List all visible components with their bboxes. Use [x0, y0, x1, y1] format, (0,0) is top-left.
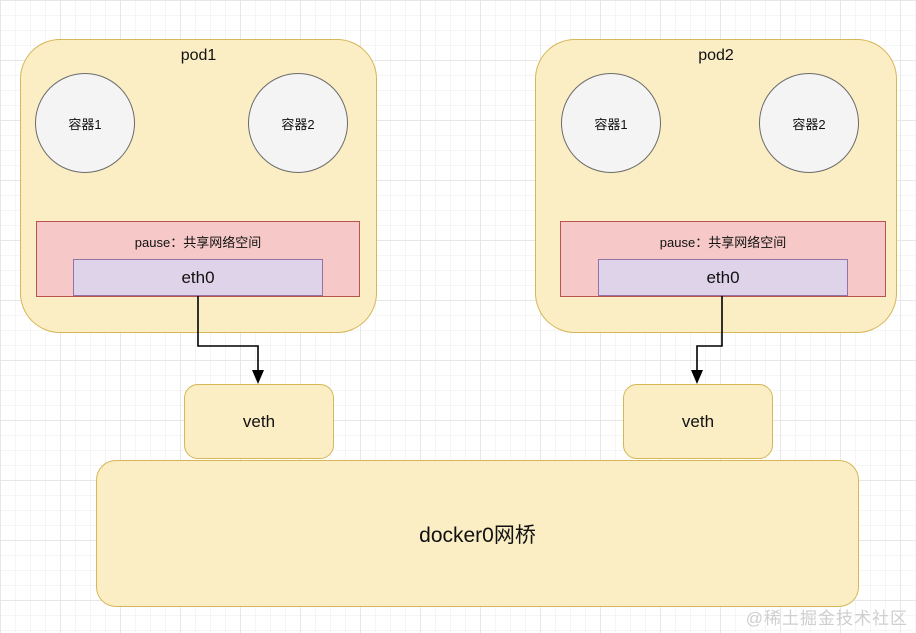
- watermark: @稀土掘金技术社区: [745, 609, 908, 628]
- veth2-label: veth: [681, 411, 715, 431]
- pod1-pause-label: pause：共享网络空间: [134, 235, 262, 250]
- pod1-title: pod1: [180, 47, 217, 64]
- pod2-title: pod2: [698, 47, 734, 64]
- pod1-container2-circle: 容器2: [248, 73, 348, 173]
- veth1-box: veth: [184, 384, 334, 459]
- pod1-eth0-box: eth0: [73, 259, 323, 296]
- pod2-eth0-box: eth0: [598, 259, 848, 296]
- pod1-container1-circle: 容器1: [35, 73, 135, 173]
- veth2-box: veth: [623, 384, 773, 459]
- pod2-box: pod2 容器1 容器2 pause：共享网络空间 eth0: [535, 39, 897, 333]
- pod2-container2-circle: 容器2: [759, 73, 859, 173]
- arrowhead-pod2-to-veth2: [691, 370, 703, 384]
- pod2-eth0-label: eth0: [706, 267, 740, 287]
- docker0-bridge-box: docker0网桥: [96, 460, 859, 607]
- pod1-box: pod1 容器1 容器2 pause：共享网络空间 eth0: [20, 39, 377, 333]
- veth1-label: veth: [242, 411, 276, 431]
- pod2-container2-label: 容器2: [792, 116, 826, 132]
- pod2-container1-label: 容器1: [594, 116, 628, 132]
- pod2-pause-label: pause：共享网络空间: [659, 235, 787, 250]
- pod1-container2-label: 容器2: [281, 116, 315, 132]
- pod2-container1-circle: 容器1: [561, 73, 661, 173]
- pod1-eth0-label: eth0: [181, 267, 215, 287]
- docker0-bridge-label: docker0网桥: [419, 523, 536, 547]
- arrowhead-pod1-to-veth1: [252, 370, 264, 384]
- pod1-container1-label: 容器1: [68, 116, 102, 132]
